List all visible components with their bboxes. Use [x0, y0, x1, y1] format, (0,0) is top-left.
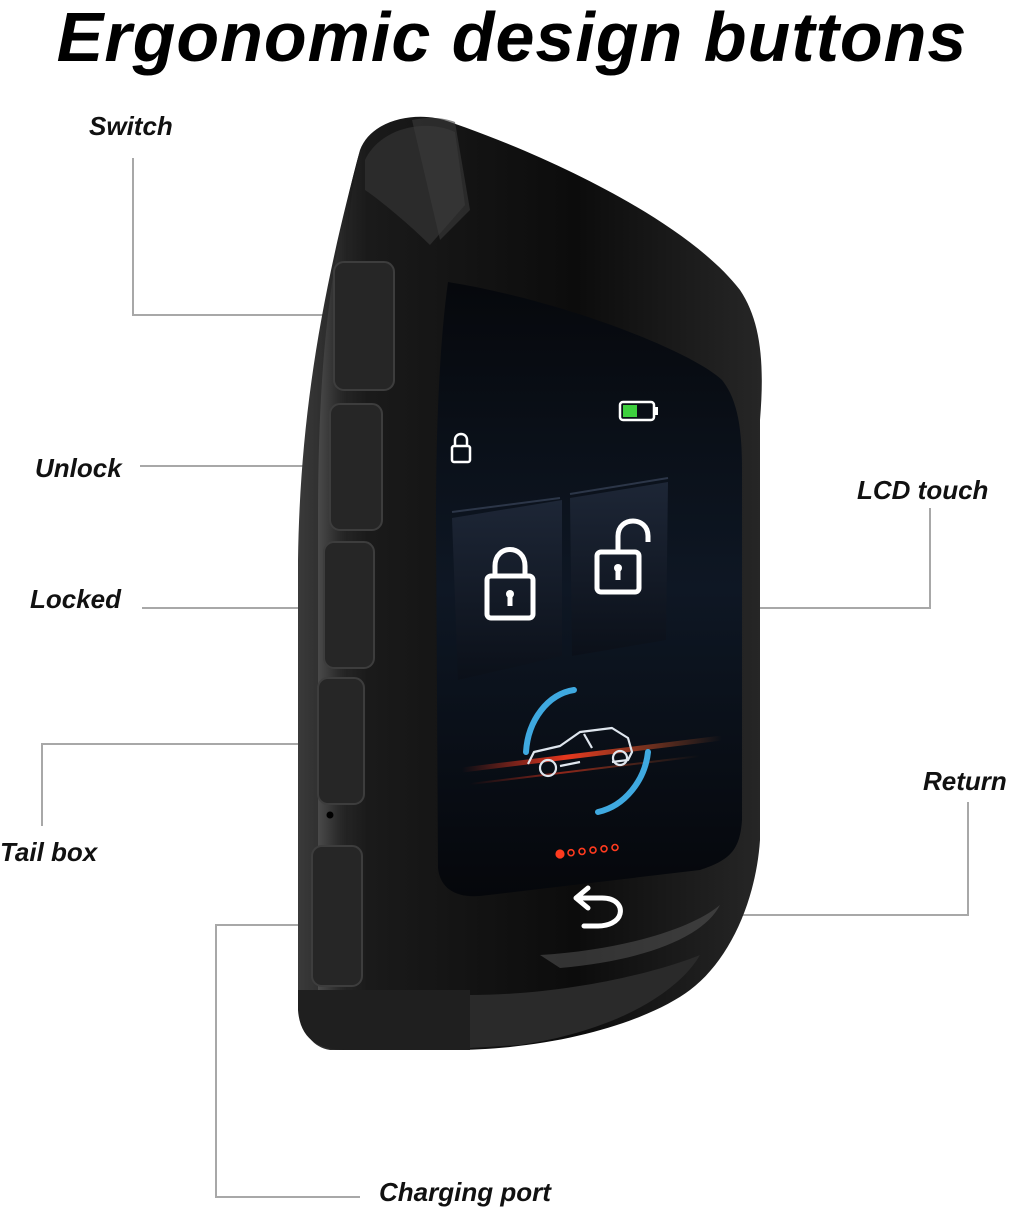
charging-port-label: Charging port — [379, 1177, 551, 1207]
page-title: Ergonomic design buttons — [56, 0, 968, 76]
return-side-button[interactable] — [311, 845, 363, 987]
page-indicator — [555, 843, 619, 859]
locked-button[interactable] — [323, 541, 375, 669]
switch-button[interactable] — [333, 261, 395, 391]
switch-label: Switch — [89, 111, 173, 141]
side-buttons — [311, 261, 395, 987]
page-dot — [611, 843, 619, 852]
return-label: Return — [923, 766, 1007, 796]
lock-tile[interactable] — [452, 500, 562, 680]
page-dot — [578, 847, 586, 856]
car-status-ring — [523, 687, 651, 815]
tail-box-callout-line — [41, 743, 342, 826]
screen-lock-status-icon — [450, 432, 472, 464]
tail-box-button[interactable] — [317, 677, 365, 805]
return-icon[interactable] — [573, 885, 623, 929]
lock-icon[interactable] — [484, 547, 536, 621]
tail-box-label: Tail box — [0, 837, 98, 867]
unlock-icon[interactable] — [594, 518, 651, 595]
page-dot — [555, 849, 565, 859]
page-dot — [589, 846, 597, 854]
battery-icon — [618, 400, 658, 422]
microphone-hole — [326, 811, 334, 819]
unlock-button[interactable] — [329, 403, 383, 531]
charging-port-callout-line — [215, 924, 360, 1198]
callout-lines — [41, 158, 969, 1198]
page-dot — [600, 844, 608, 853]
page-dot — [567, 848, 575, 857]
unlock-label: Unlock — [35, 453, 122, 483]
switch-callout-line — [132, 158, 362, 316]
lcd-touch-label: LCD touch — [857, 475, 989, 505]
locked-label: Locked — [30, 584, 122, 614]
car-icon — [527, 726, 634, 778]
lcd-screen[interactable] — [436, 282, 742, 929]
